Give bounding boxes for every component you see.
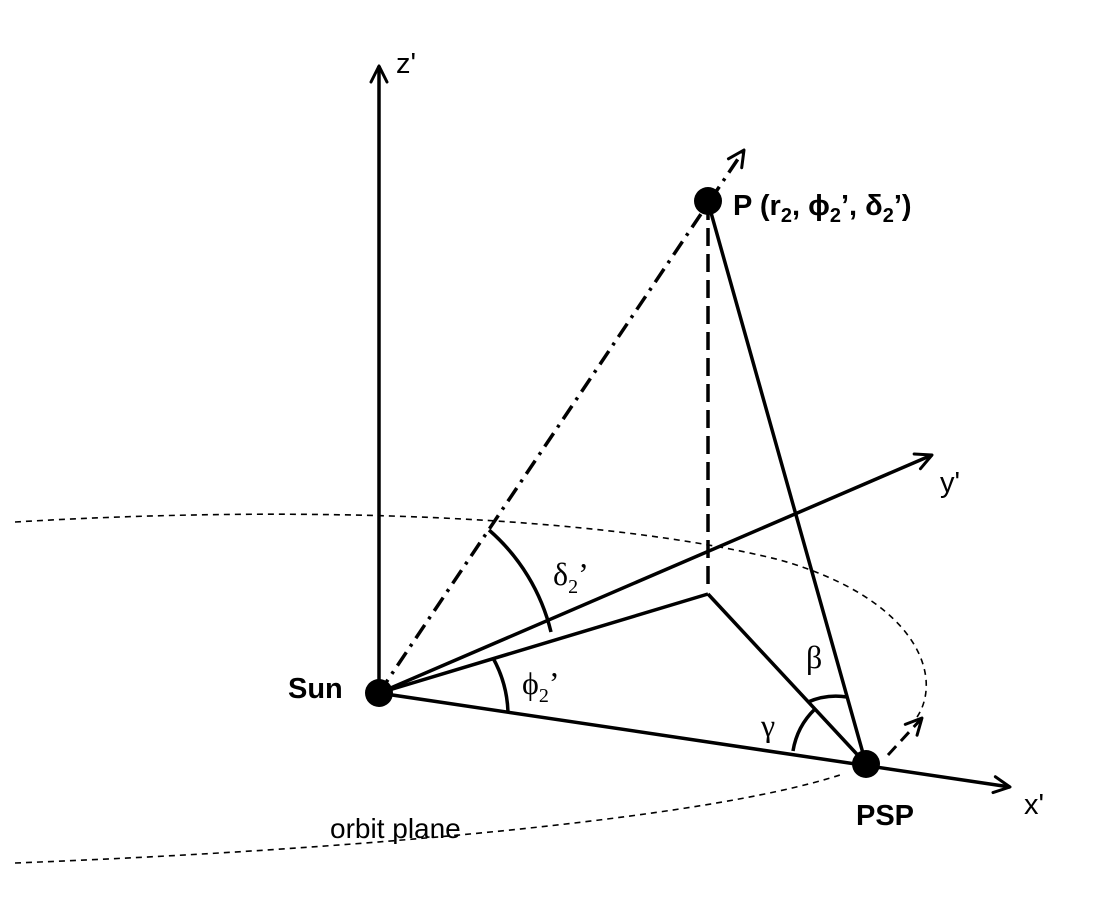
gamma-angle-label: γ [760,707,775,743]
x-axis-label: x' [1024,789,1044,821]
p-coordinates-label: P (r2, ϕ2’, δ2’) [733,190,912,227]
sun-label: Sun [288,673,343,705]
beta-angle-arc [807,694,848,704]
projection-to-psp-line [706,592,868,766]
z-axis-label: z' [396,48,416,80]
beta-angle-label: β [806,639,822,675]
orbit-arc-upper [14,513,928,721]
delta-angle-arc [487,528,553,633]
psp-label: PSP [856,800,914,832]
delta-angle-label: δ2’ [553,556,589,598]
orbit-plane-label: orbit plane [330,813,461,844]
y-axis [378,452,934,695]
phi-angle-arc [491,657,510,713]
p-to-psp-line [706,201,868,765]
psp-point [852,750,880,778]
sun-to-projection-line [378,592,709,695]
x-axis [378,691,1012,795]
p-point [694,187,722,215]
y-axis-label: y' [940,467,960,499]
orbit-direction-arrow [886,716,924,757]
gamma-angle-arc [791,707,817,752]
orbit-arc-lower [14,774,841,864]
phi-angle-label: ϕ2’ [522,665,560,707]
sun-to-p-dashdot-line [377,148,746,694]
sun-point [365,679,393,707]
